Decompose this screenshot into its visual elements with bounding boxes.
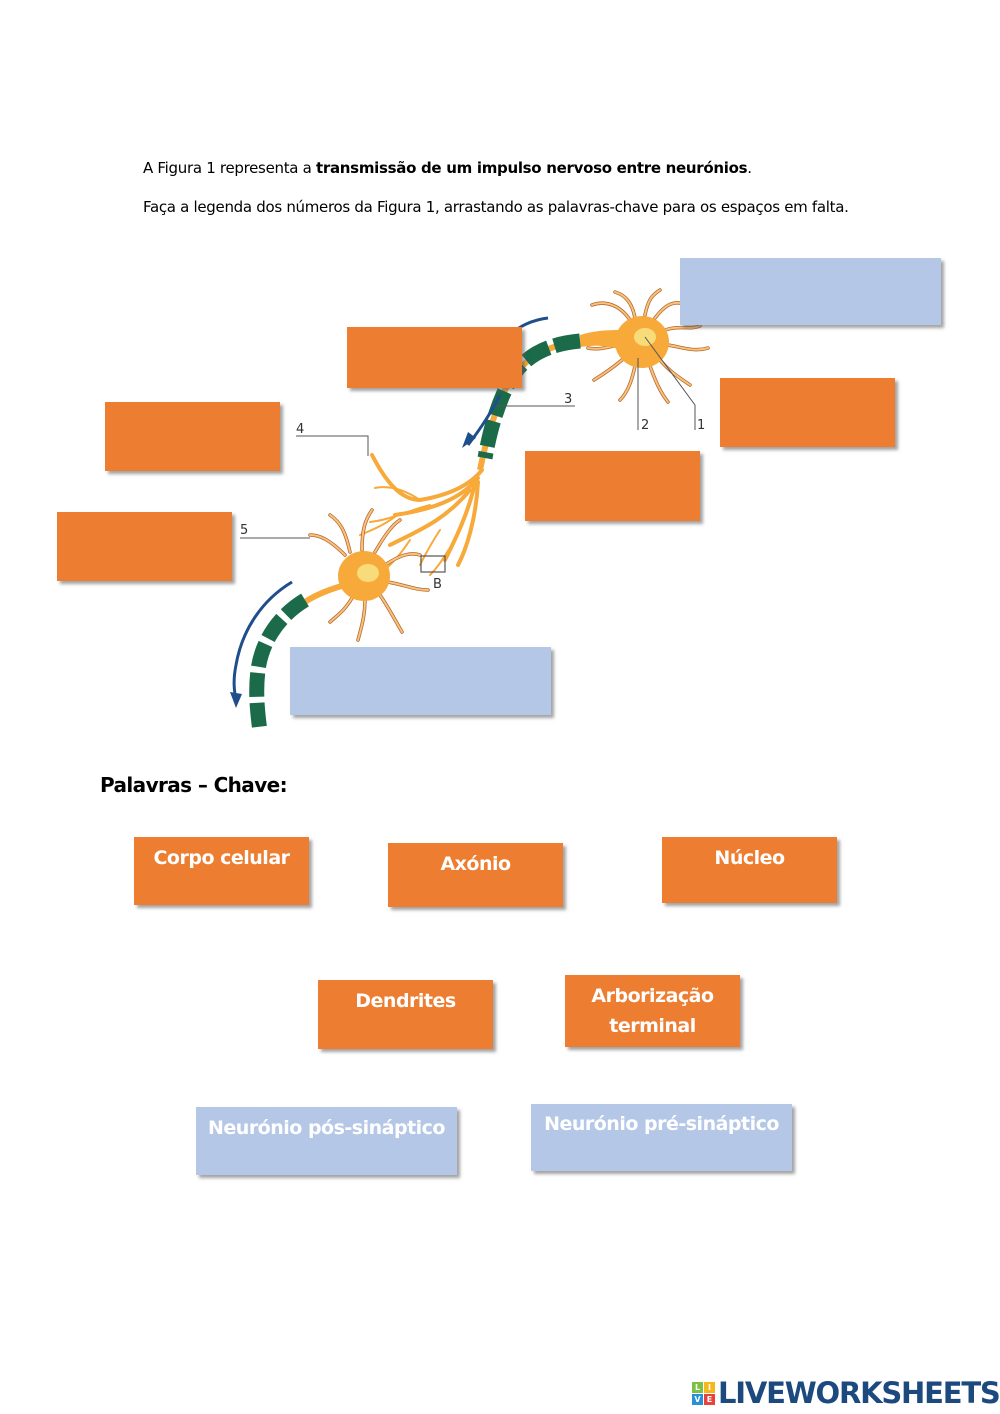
instruction-line-2: Faça a legenda dos números da Figura 1, … xyxy=(143,198,849,216)
logo-letter-i: I xyxy=(704,1381,715,1393)
keywords-heading: Palavras – Chave: xyxy=(100,773,288,797)
keyword-chip-corpo-celular[interactable]: Corpo celular xyxy=(134,837,309,905)
instruction-line-1: A Figura 1 representa a transmissão de u… xyxy=(143,159,752,177)
keyword-chip-arborizacao-terminal[interactable]: Arborização terminal xyxy=(565,975,740,1047)
live-logo-icon: L I V E xyxy=(692,1381,715,1405)
logo-letter-v: V xyxy=(692,1393,703,1405)
liveworksheets-logo: L I V E LIVEWORKSHEETS xyxy=(692,1376,1000,1410)
drop-zone-label-1[interactable] xyxy=(720,378,895,447)
drop-zone-neuron-top[interactable] xyxy=(680,258,941,325)
label-number-2: 2 xyxy=(641,418,649,433)
lower-neuron xyxy=(230,508,430,733)
axon-hillock xyxy=(580,330,622,350)
myelin-sheath-lower xyxy=(249,593,310,733)
label-number-3: 3 xyxy=(564,392,572,407)
keyword-chip-nucleo[interactable]: Núcleo xyxy=(662,837,837,903)
arrow-head-upper xyxy=(462,432,476,448)
drop-zone-label-4[interactable] xyxy=(105,402,280,471)
drop-zone-label-2[interactable] xyxy=(525,451,700,521)
synapse-box xyxy=(420,555,446,573)
lower-nucleus xyxy=(357,564,379,582)
drop-zone-label-3[interactable] xyxy=(347,327,522,388)
impulse-arrow-lower xyxy=(232,580,293,701)
logo-letter-e: E xyxy=(704,1393,715,1405)
keyword-chip-neuronio-pre-sinaptico[interactable]: Neurónio pré-sináptico xyxy=(531,1104,792,1171)
logo-text: LIVEWORKSHEETS xyxy=(718,1376,1000,1410)
arrow-head-lower xyxy=(230,692,242,708)
keyword-chip-axonio[interactable]: Axónio xyxy=(388,843,563,907)
keyword-chip-dendrites[interactable]: Dendrites xyxy=(318,980,493,1049)
label-number-1: 1 xyxy=(697,418,705,433)
logo-letter-l: L xyxy=(692,1381,703,1393)
label-number-4: 4 xyxy=(296,422,304,437)
terminal-arborization xyxy=(370,453,484,567)
upper-axon xyxy=(477,338,583,471)
leader-lines xyxy=(240,336,696,539)
label-number-5: 5 xyxy=(240,523,248,538)
label-letter-b: B xyxy=(433,577,442,592)
instruction-suffix: . xyxy=(747,159,752,177)
instruction-bold: transmissão de um impulso nervoso entre … xyxy=(316,159,748,177)
instruction-prefix: A Figura 1 representa a xyxy=(143,159,317,177)
keyword-chip-neuronio-pos-sinaptico[interactable]: Neurónio pós-sináptico xyxy=(196,1107,457,1175)
drop-zone-neuron-bottom[interactable] xyxy=(290,647,551,715)
drop-zone-label-5[interactable] xyxy=(57,512,232,581)
